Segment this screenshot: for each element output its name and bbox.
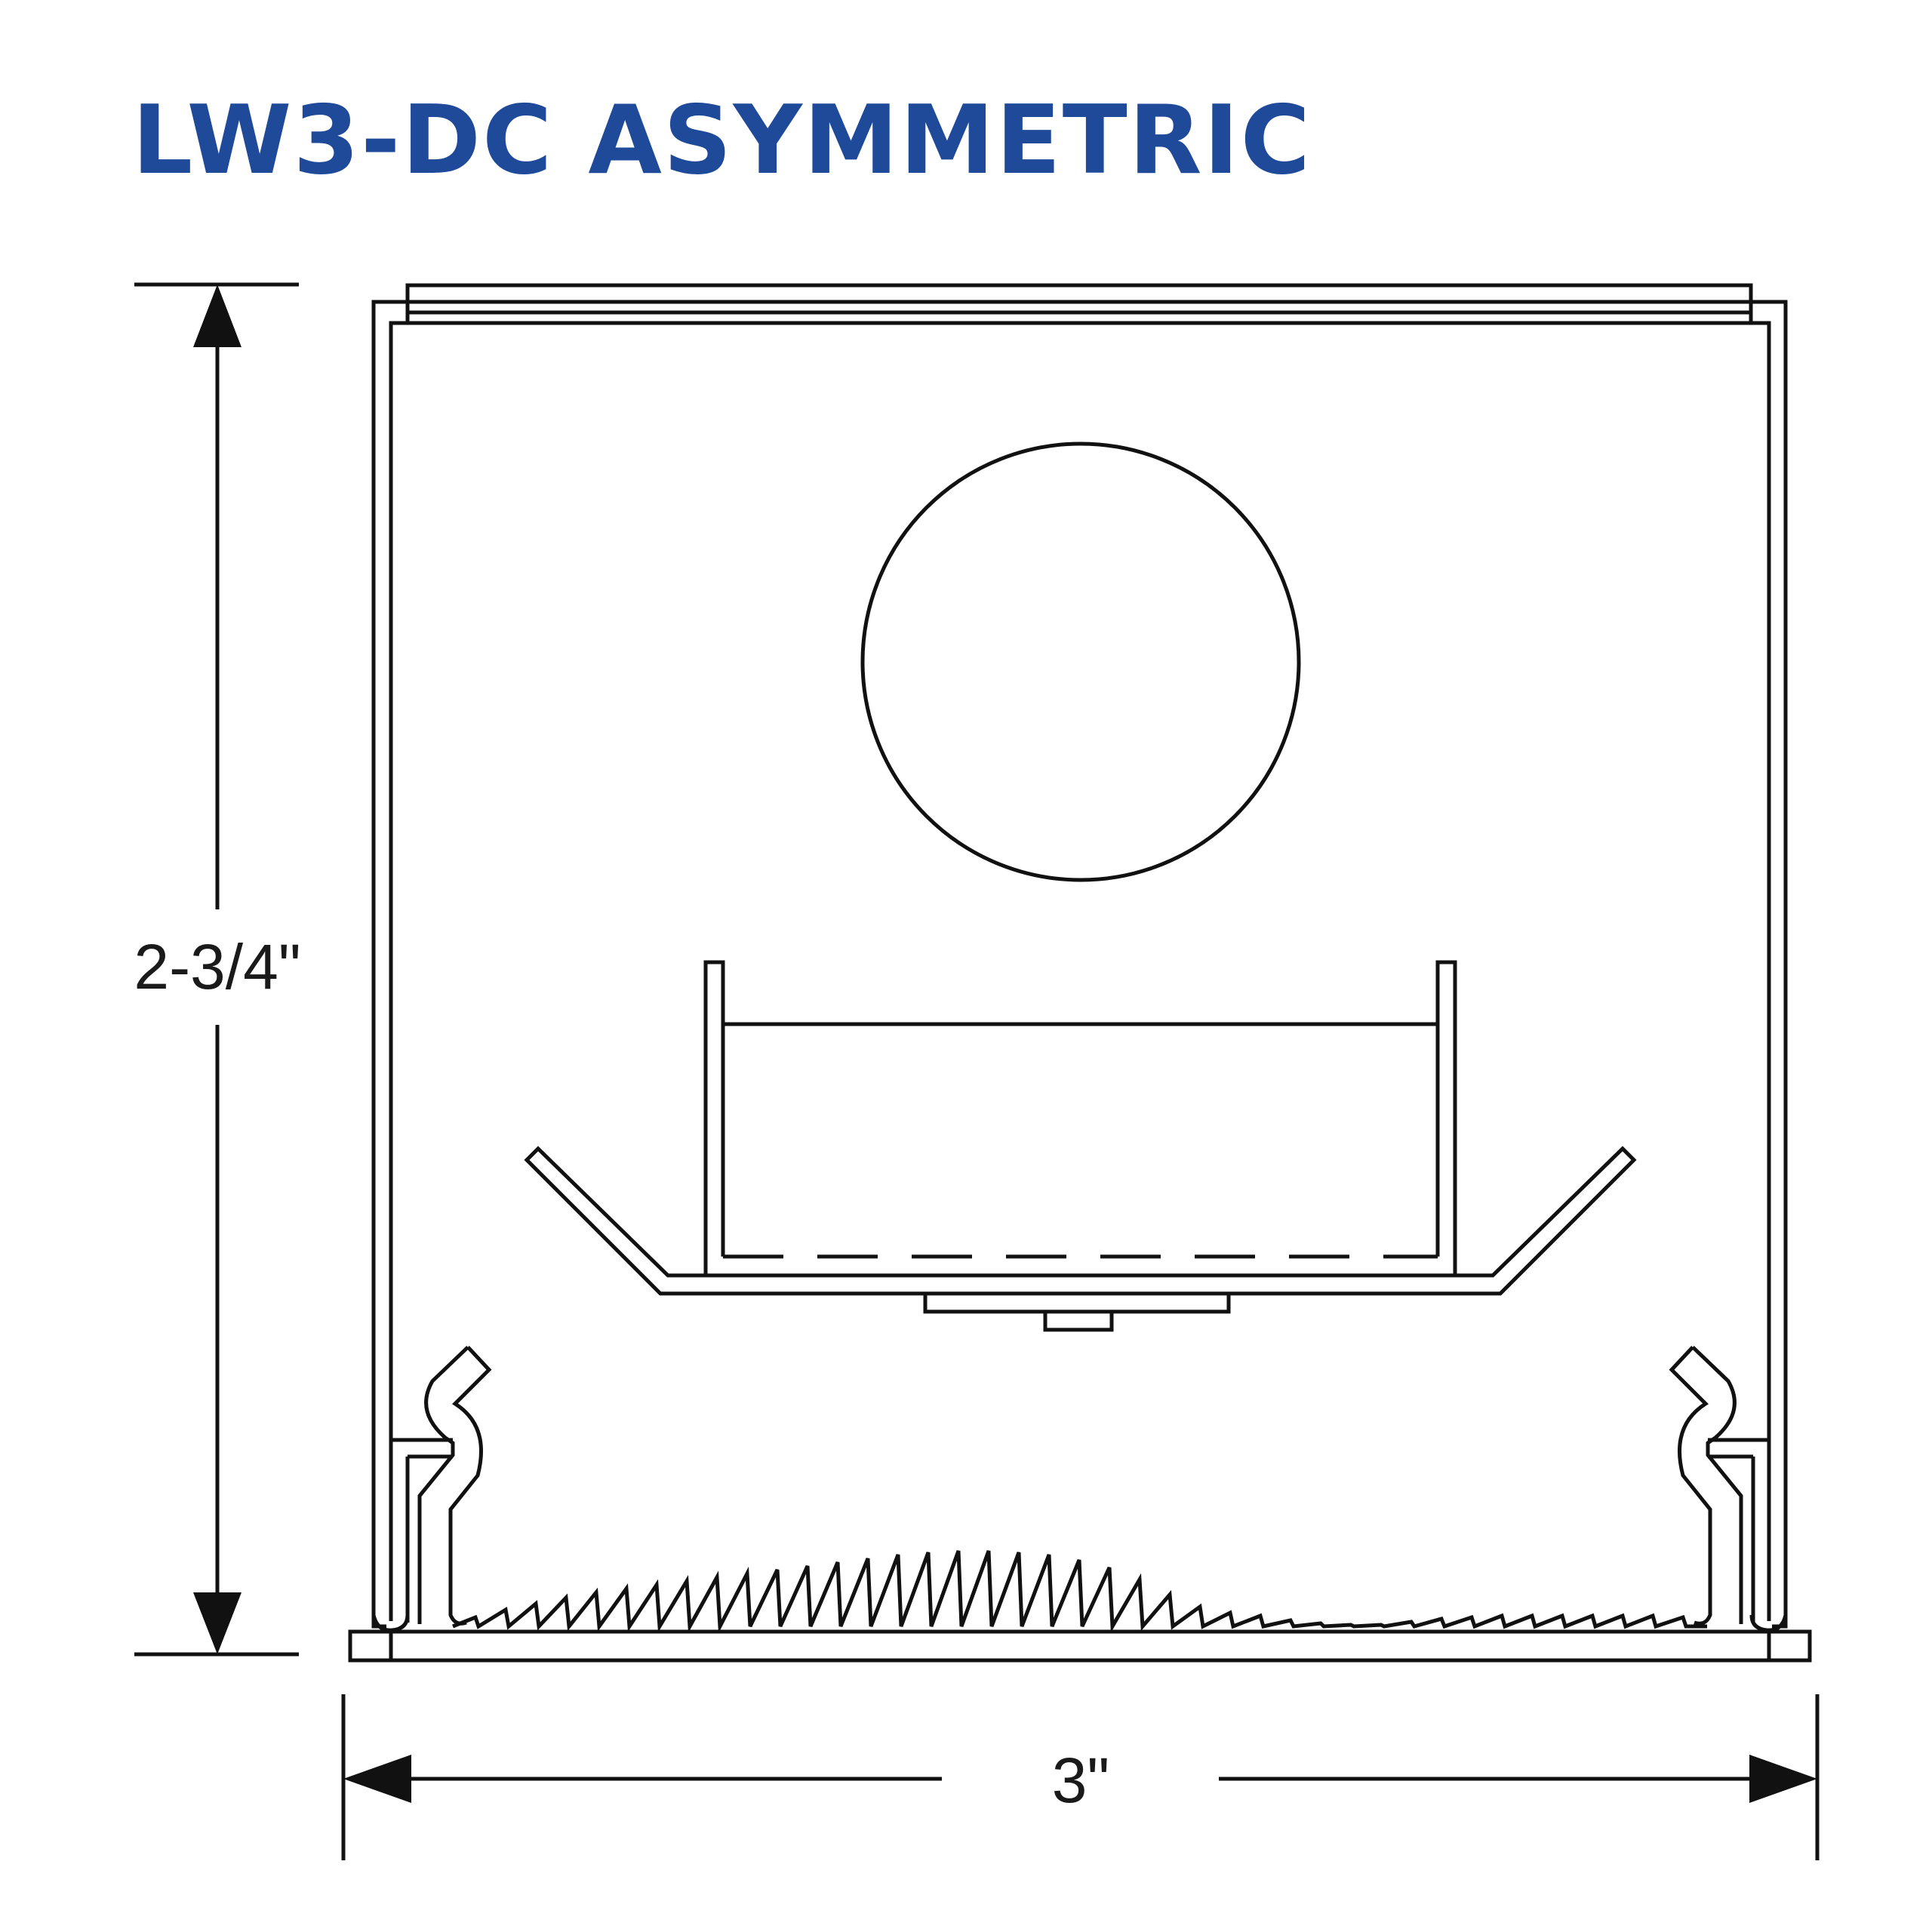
led-module	[524, 960, 1637, 1332]
circular-knockout	[860, 441, 1301, 882]
asymmetric-lens	[452, 1550, 1707, 1634]
module-left-wall	[703, 960, 725, 1275]
reflector	[524, 1146, 1637, 1296]
diagram-title: LW3-DC ASYMMETRIC	[132, 85, 1312, 195]
height-arrow-up-icon	[193, 285, 242, 347]
base-plate	[389, 1629, 1771, 1663]
inner-wall	[389, 321, 1771, 1621]
width-label: 3"	[1052, 1745, 1110, 1816]
height-arrow-down-icon	[193, 1592, 242, 1654]
mount-tab	[1043, 1309, 1114, 1332]
width-dimension: 3"	[341, 1694, 1820, 1860]
mount-plate	[923, 1291, 1231, 1314]
outer-wall	[371, 300, 1788, 1629]
height-label: 2-3/4"	[134, 931, 300, 1002]
height-dimension: 2-3/4"	[134, 282, 301, 1657]
width-arrow-left-icon	[343, 1755, 411, 1803]
right-foot	[1767, 1629, 1812, 1663]
housing	[348, 283, 1812, 1663]
module-right-wall	[1435, 960, 1457, 1275]
left-foot	[348, 1629, 393, 1663]
left-lens-clip	[392, 1346, 492, 1626]
top-cap	[405, 283, 1753, 323]
width-arrow-right-icon	[1749, 1755, 1817, 1803]
right-lens-clip	[1669, 1346, 1768, 1626]
